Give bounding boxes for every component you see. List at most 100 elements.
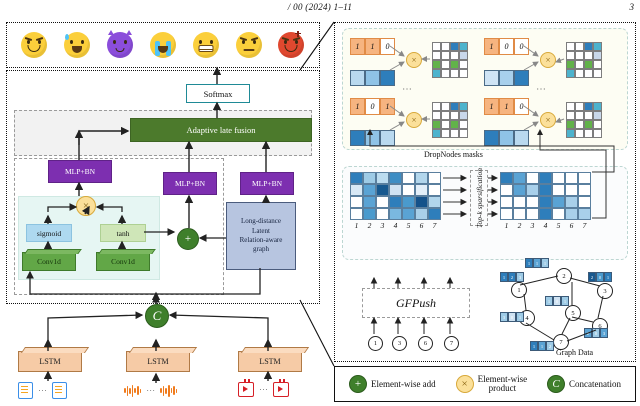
video-modality-icons: ⋯	[238, 379, 289, 397]
video-icon	[273, 379, 289, 397]
text-modality-icons: ⋯	[18, 382, 67, 399]
mask-bit: 0	[365, 98, 380, 115]
dropnodes-masks-label: DropNodes masks	[424, 150, 483, 159]
mask-product-node-2: ×	[540, 52, 556, 68]
mask-bit: 1	[365, 38, 380, 55]
legend-label-line1: Element-wise	[477, 373, 528, 384]
page-number: 3	[629, 2, 635, 12]
document-icon	[52, 382, 67, 399]
graph-node-5: 5	[565, 305, 581, 321]
legend-panel: + Element-wise add × Element-wise produc…	[334, 366, 636, 402]
mask-bit: 1	[484, 38, 499, 55]
mask-bit: 1	[499, 98, 514, 115]
dense-heatmap-column-labels: 1 2 3 4 5 6 7	[350, 221, 441, 230]
legend-label-line2: product	[488, 383, 517, 393]
softmax-box: Softmax	[186, 84, 250, 103]
emoji-anxious-sweat	[64, 32, 91, 58]
mask-bit: 1	[350, 98, 365, 115]
graph-node-3: 3	[597, 283, 613, 299]
emoji-angry	[278, 31, 305, 58]
feature-strip-3	[350, 130, 395, 146]
topk-sparsification-label: Top-k sparsification	[474, 168, 484, 228]
conv1d-left: Conv1d	[22, 252, 76, 271]
mask-bits-3: 1 0 1	[350, 98, 395, 115]
mask-matrix-4	[566, 102, 602, 138]
emoji-disappointed	[21, 32, 48, 58]
mask-bits-2: 1 0 0	[484, 38, 529, 55]
mask-bit: 0	[514, 98, 529, 115]
emoji-purple-devil	[107, 30, 134, 58]
mlp-bn-middle: MLP+BN	[163, 172, 217, 195]
mask-bit: 1	[350, 38, 365, 55]
feature-strip-2	[484, 70, 529, 86]
left-architecture-panel	[6, 70, 320, 304]
col-label: 1	[504, 221, 509, 230]
emoji-loudly-crying	[149, 32, 176, 58]
gfpush-box: GFPush	[362, 288, 470, 318]
lstm-audio: LSTM	[126, 351, 190, 372]
feature-strip-1	[350, 70, 395, 86]
mask-group-4: 1 1 0	[484, 98, 529, 146]
mlp-bn-right: MLP+BN	[240, 172, 294, 195]
gfpush-input-node: 7	[444, 336, 459, 351]
col-label: 1	[354, 221, 359, 230]
video-ellipsis: ⋯	[259, 384, 268, 394]
tanh-box: tanh	[100, 224, 146, 242]
mask-bit: 1	[380, 98, 395, 115]
lstm-video: LSTM	[238, 351, 302, 372]
mlp-bn-left: MLP+BN	[48, 160, 112, 183]
mask-group-1: 1 1 0	[350, 38, 395, 86]
page-header: / 00 (2024) 1–11 3	[0, 2, 640, 16]
concat-c-icon: C	[547, 375, 566, 393]
dense-attention-heatmap	[350, 172, 441, 220]
mask-bit: 0	[499, 38, 514, 55]
graph-box-text-3: Relation-aware	[239, 236, 283, 244]
graph-box-text-1: Long-distance	[240, 217, 282, 226]
waveform-icon	[160, 384, 178, 397]
gfpush-input-node: 6	[418, 336, 433, 351]
audio-modality-icons: ⋯	[124, 384, 178, 397]
video-icon	[238, 379, 254, 397]
topk-label-box: Top-k sparsification	[470, 168, 488, 228]
feature-strip-4	[484, 130, 529, 146]
legend-label: Concatenation	[569, 379, 621, 389]
mask-product-node-1: ×	[406, 52, 422, 68]
mask-product-node-4: ×	[540, 112, 556, 128]
legend-element-wise-add: + Element-wise add	[348, 375, 436, 393]
col-label: 4	[543, 221, 548, 230]
mask-ellipsis-2: ⋯	[536, 84, 547, 95]
gfpush-input-node: 1	[368, 336, 383, 351]
mask-ellipsis-1: ⋯	[402, 84, 413, 95]
conv1d-right: Conv1d	[96, 252, 150, 271]
waveform-icon	[124, 384, 142, 397]
sigmoid-box: sigmoid	[26, 224, 72, 242]
col-label: 2	[367, 221, 372, 230]
long-distance-latent-graph-box: Long-distance Latent Relation-aware grap…	[226, 202, 296, 270]
times-icon: ×	[455, 375, 474, 393]
mask-group-2: 1 0 0	[484, 38, 529, 86]
legend-concatenation: C Concatenation	[547, 375, 621, 393]
mask-product-node-3: ×	[406, 112, 422, 128]
emoji-unamused	[235, 32, 262, 58]
element-wise-add-node: +	[177, 228, 199, 250]
col-label: 2	[517, 221, 522, 230]
adaptive-late-fusion-box: Adaptive late fusion	[130, 118, 312, 142]
plus-icon: +	[348, 375, 367, 393]
col-label: 6	[419, 221, 424, 230]
right-detail-panel	[334, 22, 636, 362]
col-label: 3	[530, 221, 535, 230]
graph-box-text-4: graph	[253, 245, 269, 254]
mask-bit: 1	[484, 98, 499, 115]
text-ellipsis: ⋯	[38, 385, 47, 395]
journal-citation: / 00 (2024) 1–11	[287, 2, 353, 12]
mask-matrix-3	[432, 102, 468, 138]
graph-node-2: 2	[556, 268, 572, 284]
col-label: 5	[556, 221, 561, 230]
col-label: 6	[569, 221, 574, 230]
element-wise-product-node: ×	[76, 196, 96, 216]
